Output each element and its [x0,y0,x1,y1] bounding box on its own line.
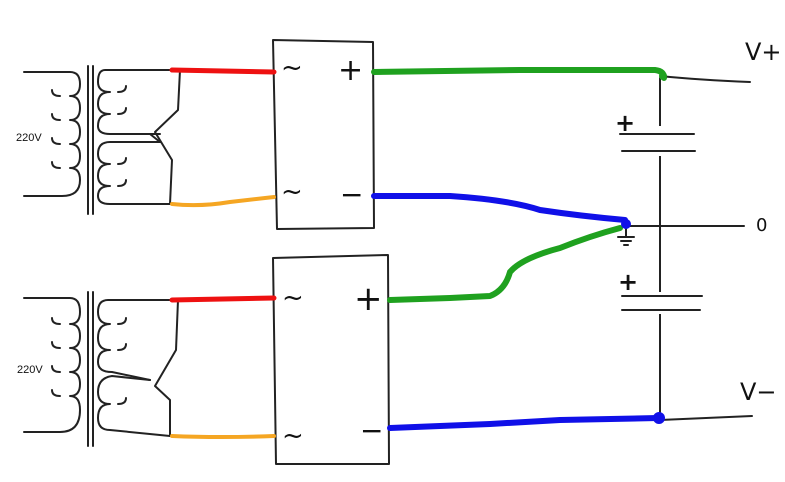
rectifier-2-ac-top-label: ~ [282,283,304,313]
rectifier-1-ac-top-label: ~ [281,53,303,83]
negative-output-line [659,415,753,421]
rectifier-2: ~ ~ + − [272,254,390,465]
wire-ac-rectifier-2-bottom [170,434,276,439]
positive-output-line [659,75,751,83]
transformer-1-secondary-coil [97,69,181,205]
ground-junction-dot [621,219,631,229]
rectifier-1-dc-pos-label: + [338,53,363,88]
transformer-1-primary-coil [23,71,81,197]
negative-junction-dot [653,412,665,424]
rectifier-1-ac-bottom-label: ~ [281,177,303,207]
wire-dc-positive-rectifier-2 [387,225,623,303]
rectifier-2-box [272,254,390,465]
wire-ac-rectifier-1-bottom [170,195,276,208]
transformer-2-primary-coil [23,297,81,433]
wire-ac-rectifier-2-top [169,295,277,303]
rectifier-2-dc-neg-label: − [360,414,383,447]
wire-dc-negative-rectifier-2 [387,415,661,431]
wire-dc-positive-rectifier-1 [371,67,667,81]
capacitor-1: + [615,109,700,156]
capacitor-2: + [618,268,703,314]
rectifier-1: ~ ~ + − [272,39,375,230]
transformer-2-core [87,291,94,447]
rectifier-1-dc-neg-label: − [340,178,363,211]
wire-dc-negative-rectifier-1 [371,193,629,229]
output-ground-label: 0 [756,215,767,236]
ground-symbol-icon [617,227,635,246]
transformer-2-secondary-coil [97,299,179,437]
transformer-2-input-label: 220V [17,364,43,376]
transformer-2: 220V [17,291,179,447]
rectifier-1-box [272,39,375,230]
rectifier-2-ac-bottom-label: ~ [282,421,304,451]
transformer-1: 220V [16,65,181,215]
output-negative-label: V− [740,378,777,406]
transformer-1-core [87,65,94,215]
capacitor-1-polarity: + [615,109,635,137]
rectifier-2-dc-pos-label: + [354,279,383,319]
positive-junction-dot [659,72,667,80]
wire-ac-rectifier-1-top [169,67,277,75]
capacitor-2-polarity: + [618,268,638,296]
transformer-1-input-label: 220V [16,132,42,144]
output-positive-label: V+ [745,38,782,66]
